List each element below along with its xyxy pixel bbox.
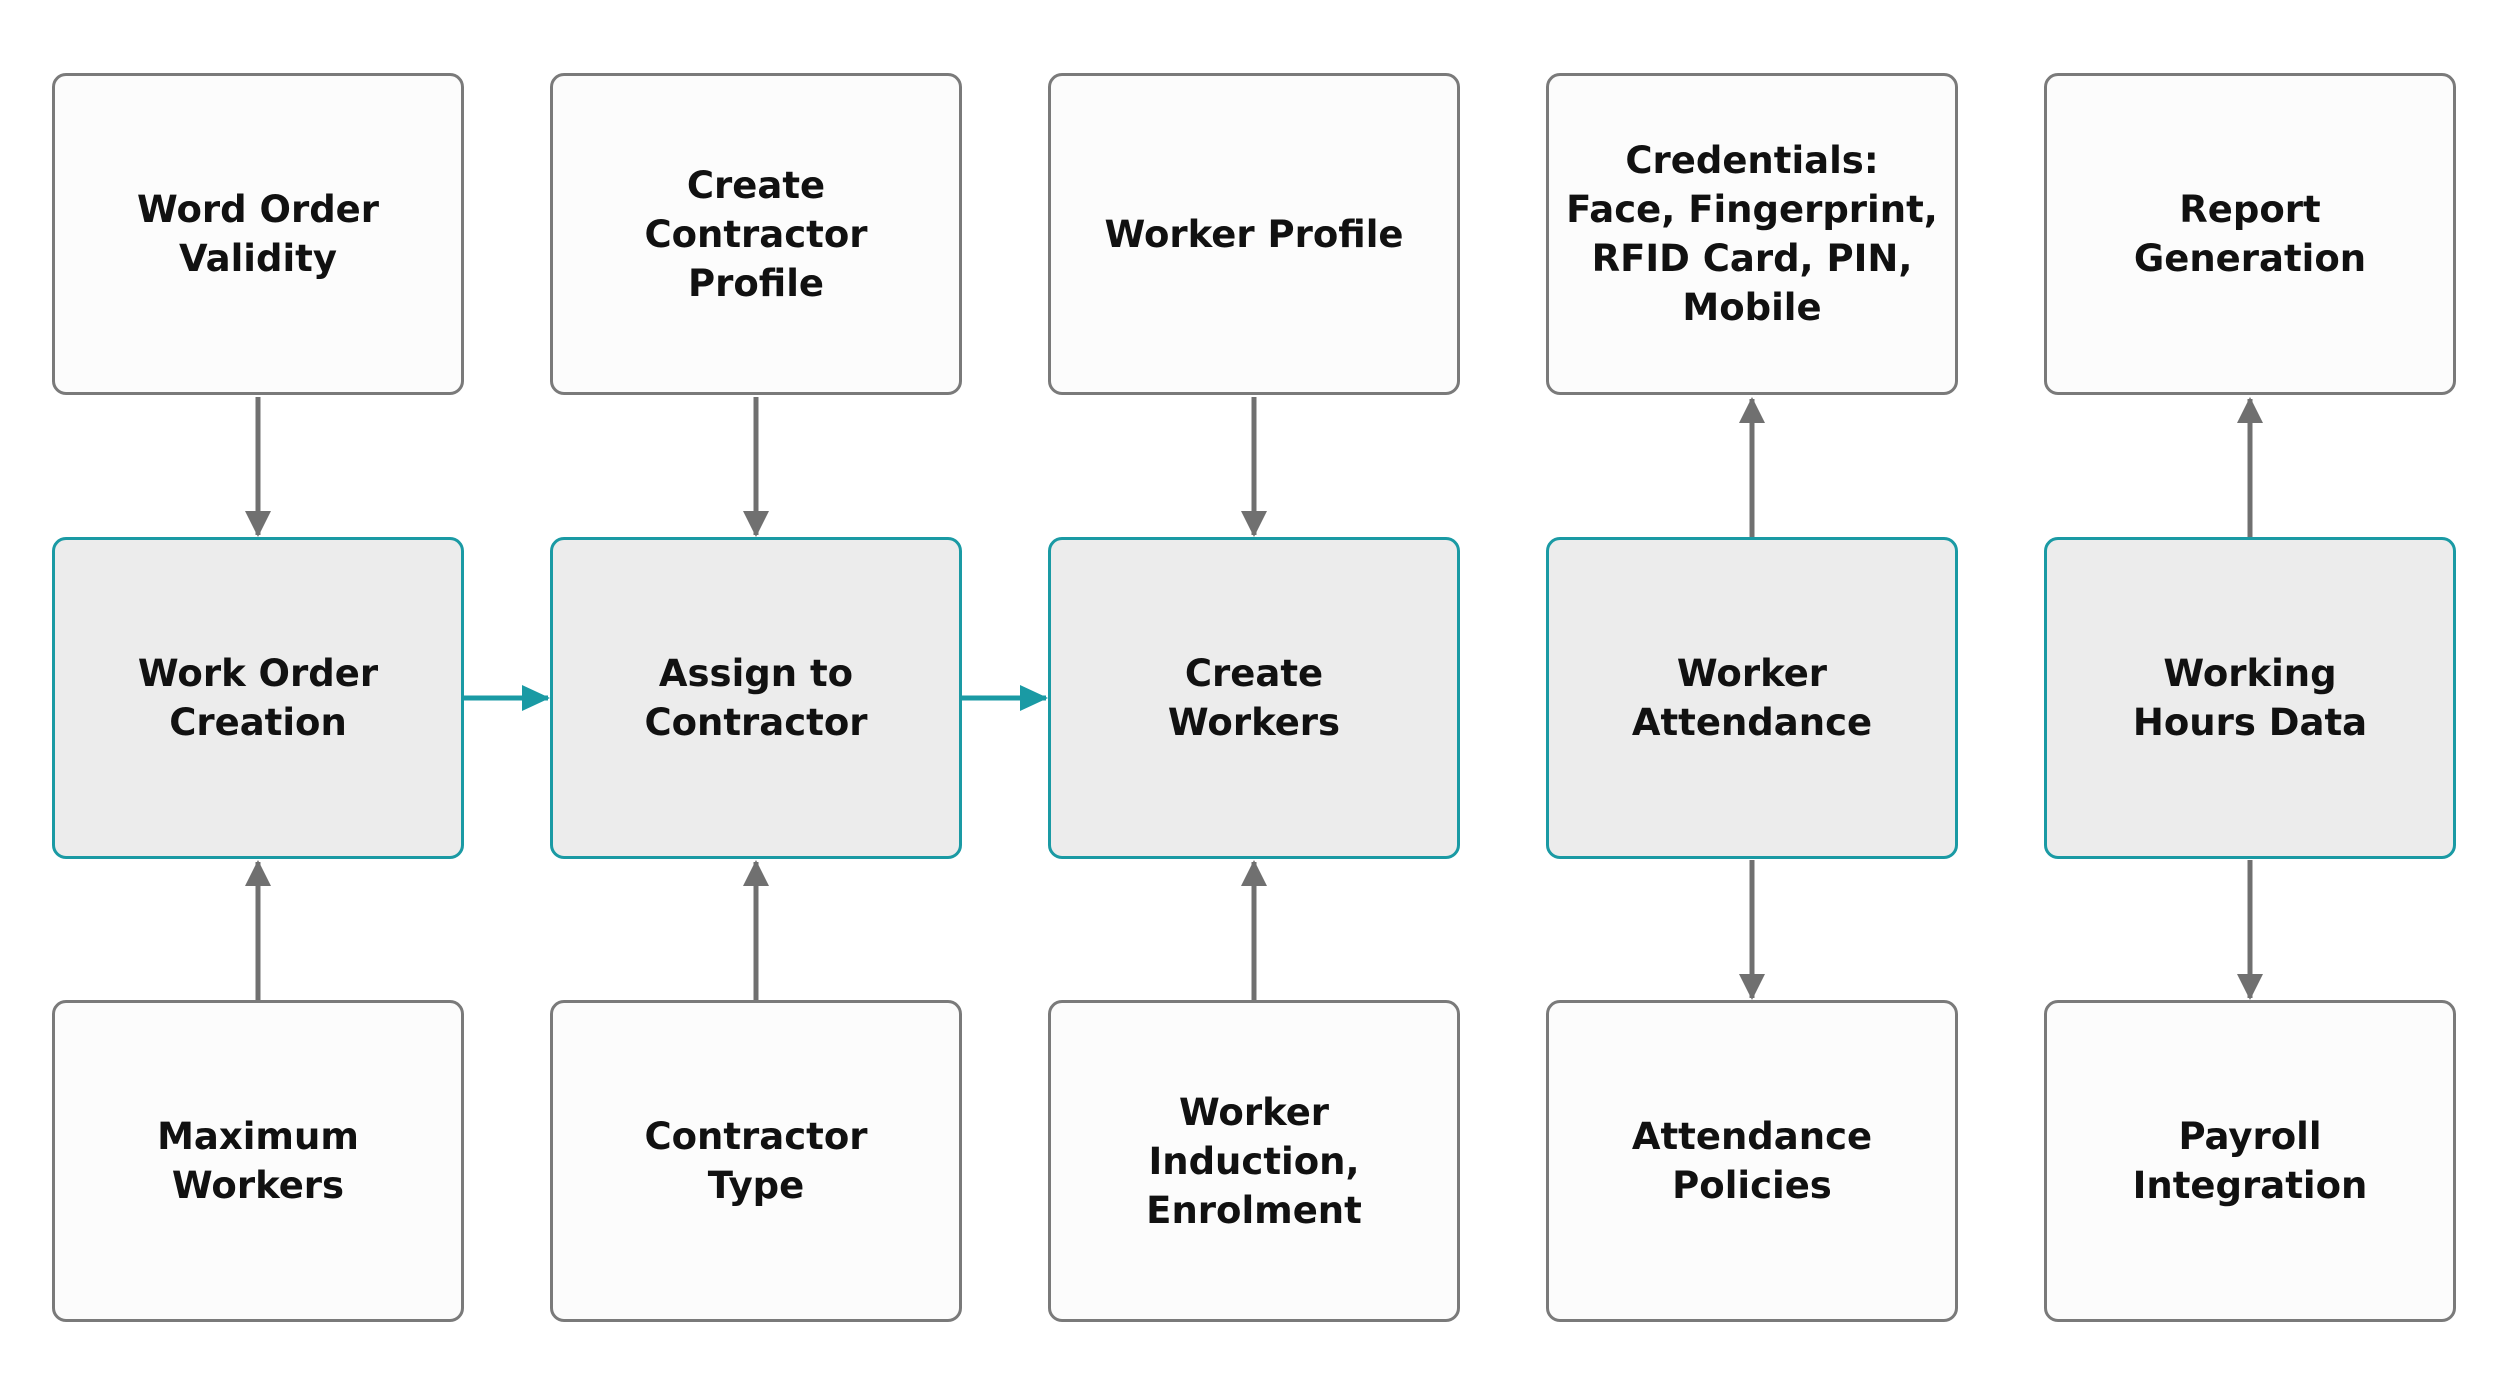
worker-induction-enrolment-label: Worker Induction, Enrolment xyxy=(1146,1090,1362,1232)
worker-profile-box: Worker Profile xyxy=(1048,73,1460,395)
credentials-box: Credentials: Face, Fingerprint, RFID Car… xyxy=(1546,73,1958,395)
worker-attendance-label: Worker Attendance xyxy=(1631,652,1873,744)
maximum-workers-box: Maximum Workers xyxy=(52,1000,464,1322)
create-contractor-profile-box: Create Contractor Profile xyxy=(550,73,962,395)
word-order-validity-label: Word Order Validity xyxy=(136,188,380,280)
work-order-creation-label: Work Order Creation xyxy=(137,652,379,744)
contractor-type-box: Contractor Type xyxy=(550,1000,962,1322)
credentials-label: Credentials: Face, Fingerprint, RFID Car… xyxy=(1566,139,1938,329)
payroll-integration-box: Payroll Integration xyxy=(2044,1000,2456,1322)
maximum-workers-label: Maximum Workers xyxy=(157,1115,359,1207)
worker-attendance-box: Worker Attendance xyxy=(1546,537,1958,859)
worker-induction-enrolment-box: Worker Induction, Enrolment xyxy=(1048,1000,1460,1322)
create-contractor-profile-label: Create Contractor Profile xyxy=(644,163,868,305)
create-workers-label: Create Workers xyxy=(1167,652,1341,744)
report-generation-label: Report Generation xyxy=(2133,188,2367,280)
word-order-validity-box: Word Order Validity xyxy=(52,73,464,395)
attendance-policies-box: Attendance Policies xyxy=(1546,1000,1958,1322)
report-generation-box: Report Generation xyxy=(2044,73,2456,395)
working-hours-data-box: Working Hours Data xyxy=(2044,537,2456,859)
create-workers-box: Create Workers xyxy=(1048,537,1460,859)
assign-to-contractor-box: Assign to Contractor xyxy=(550,537,962,859)
working-hours-data-label: Working Hours Data xyxy=(2132,652,2368,744)
assign-to-contractor-label: Assign to Contractor xyxy=(644,652,868,744)
payroll-integration-label: Payroll Integration xyxy=(2132,1115,2368,1207)
work-order-creation-box: Work Order Creation xyxy=(52,537,464,859)
worker-profile-label: Worker Profile xyxy=(1104,212,1404,256)
contractor-type-label: Contractor Type xyxy=(644,1115,868,1207)
attendance-policies-label: Attendance Policies xyxy=(1631,1115,1873,1207)
